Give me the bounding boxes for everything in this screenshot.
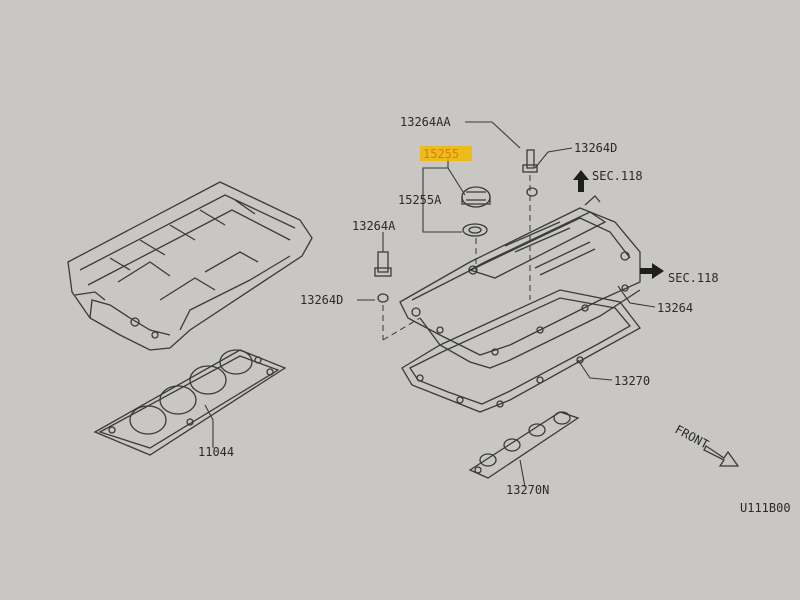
cylinder-head-drawing: [67, 181, 313, 351]
plug-gasket-drawing: [468, 411, 580, 479]
label-13264AA: 13264AA: [400, 115, 451, 129]
label-15255: 15255: [423, 147, 459, 161]
label-sec118-top: SEC.118: [592, 169, 643, 183]
head-gasket-drawing: [93, 349, 287, 456]
rocker-cover-drawing: [399, 195, 641, 369]
bolts-drawing: [374, 149, 538, 303]
leader-lines: [204, 121, 656, 488]
oil-cap-drawing: [461, 186, 491, 237]
label-front: FRONT: [673, 422, 711, 451]
label-13270N: 13270N: [506, 483, 549, 497]
label-13270: 13270: [614, 374, 650, 388]
rocker-gasket-drawing: [401, 289, 641, 413]
sec118-arrows: [573, 170, 664, 279]
label-13264D-top: 13264D: [574, 141, 617, 155]
front-arrow: [703, 445, 740, 467]
label-13264: 13264: [657, 301, 693, 315]
assembly-lines: [382, 175, 531, 341]
label-13264A: 13264A: [352, 219, 396, 233]
label-sec118-right: SEC.118: [668, 271, 719, 285]
highlight-box: [420, 146, 472, 161]
label-11044: 11044: [198, 445, 234, 459]
label-15255A: 15255A: [398, 193, 442, 207]
label-diagram-code: U111B00: [740, 501, 791, 515]
label-13264D-left: 13264D: [300, 293, 343, 307]
